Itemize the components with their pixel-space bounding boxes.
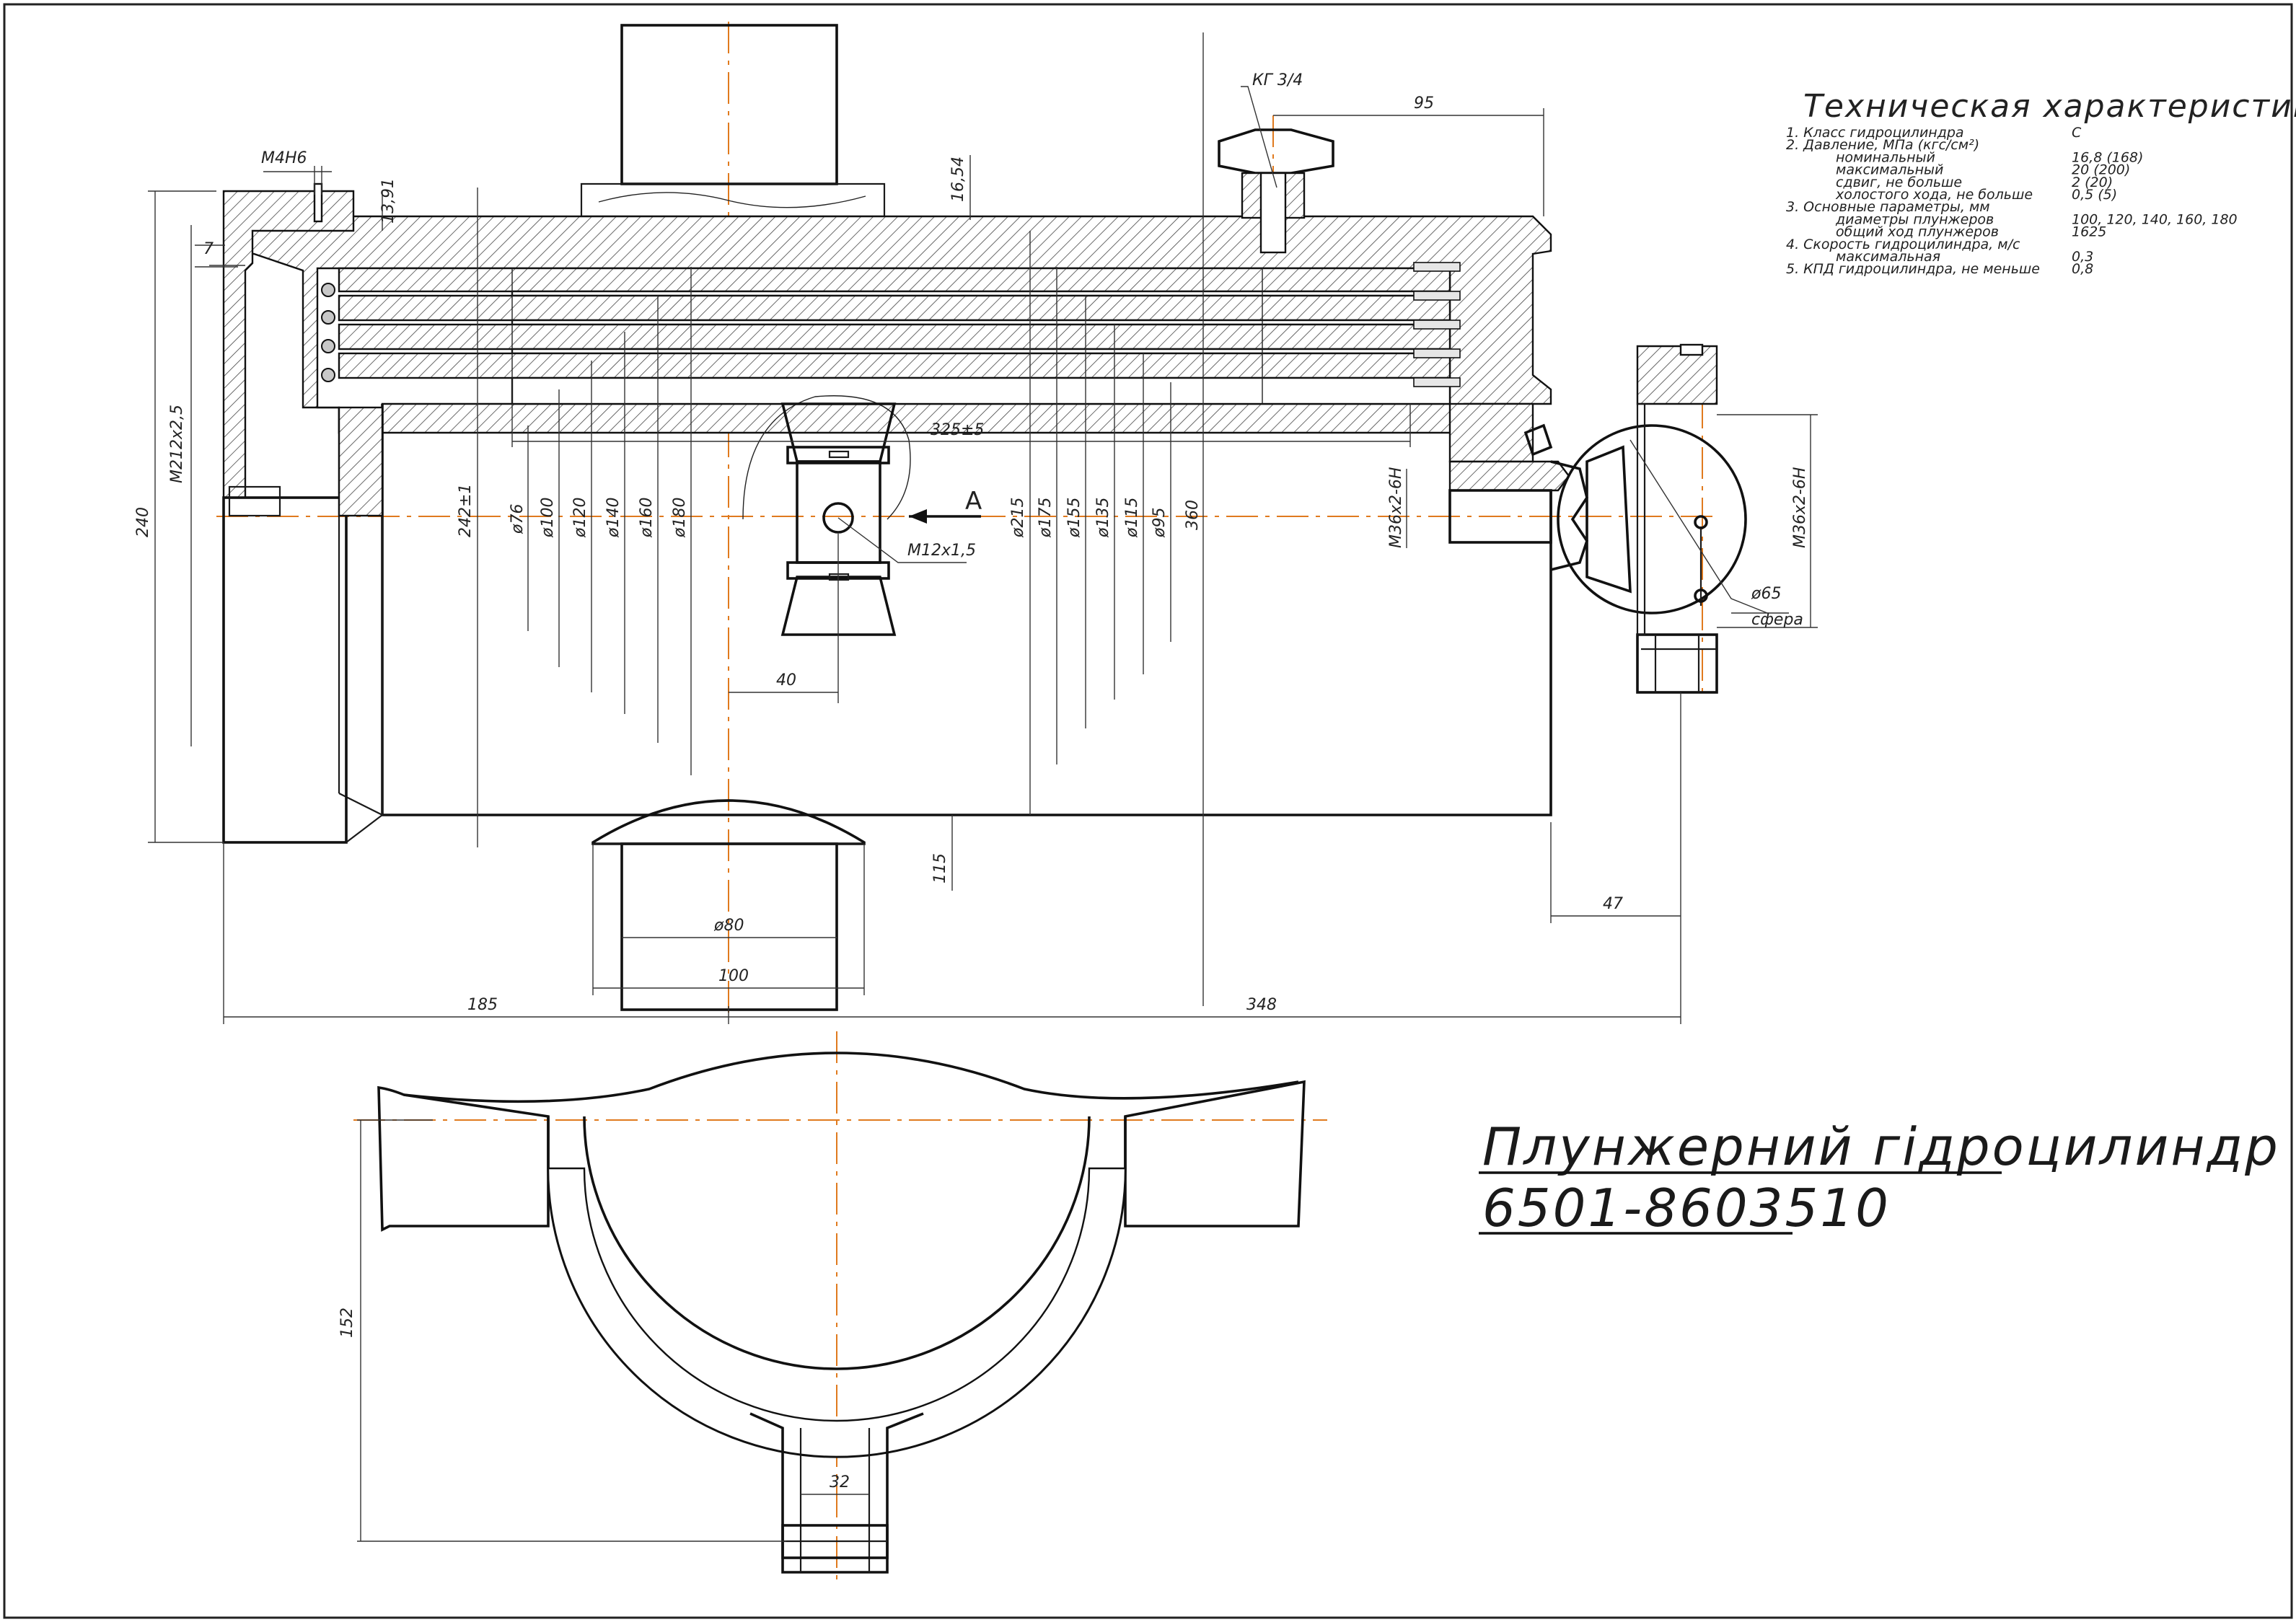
dim-phi180: ø180 xyxy=(671,498,689,538)
right-end xyxy=(1448,402,1588,571)
spec-label: 5. КПД гидроцилиндра, не меньше xyxy=(1786,261,2040,277)
spec-value: 16,8 (168) xyxy=(2072,149,2143,165)
dim-phi100: ø100 xyxy=(539,498,557,538)
dim-phi120: ø120 xyxy=(571,498,589,538)
dim-m12: М12х1,5 xyxy=(907,542,976,560)
dim-1391: 13,91 xyxy=(379,178,397,224)
title-line1: Плунжерний гідроцилиндр xyxy=(1482,1116,2280,1177)
spec-label: 2. Давление, МПа (кгс/см²) xyxy=(1786,137,1979,153)
dim-phi135: ø135 xyxy=(1094,498,1112,538)
title-line2: 6501-8603510 xyxy=(1482,1178,1891,1238)
dim-242: 242±1 xyxy=(457,484,475,537)
dim-phi76: ø76 xyxy=(509,504,527,534)
spec-label: максимальный xyxy=(1836,162,1943,178)
sphere-clevis xyxy=(1557,343,1747,694)
specs-rows: 1. Класс гидроцилиндра С 2. Давление, МПа … xyxy=(1786,125,2238,277)
spec-label: диаметры плунжеров xyxy=(1835,211,1994,227)
dim-phi155: ø155 xyxy=(1065,498,1083,538)
dim-95: 95 xyxy=(1414,94,1434,113)
left-end-cap xyxy=(222,182,384,844)
main-view: КГ 3/4 95 М4Н6 13,91 16,54 7 М212х2,5 24… xyxy=(134,22,1818,1024)
dim-phi95: ø95 xyxy=(1151,508,1169,538)
bottom-view: 152 32 xyxy=(338,1031,1327,1579)
dim-240: 240 xyxy=(134,507,152,537)
dim-47: 47 xyxy=(1603,895,1623,913)
spec-label: холостого хода, не больше xyxy=(1835,187,2033,203)
spec-value: 0,5 (5) xyxy=(2072,187,2117,203)
dim-348: 348 xyxy=(1246,996,1277,1014)
label-a: А xyxy=(965,487,982,516)
spec-label: общий ход плунжеров xyxy=(1836,224,1999,240)
dim-7: 7 xyxy=(203,240,214,258)
spec-label: номинальный xyxy=(1836,149,1935,165)
dim-m212: М212х2,5 xyxy=(168,405,186,483)
dim-152: 152 xyxy=(338,1308,356,1338)
dim-100: 100 xyxy=(718,967,749,985)
spec-value: 0,3 xyxy=(2072,249,2093,265)
dimension-lines xyxy=(148,32,1818,1024)
bottom-trunnion xyxy=(591,799,866,1011)
cylinder-body xyxy=(237,215,1552,816)
sheet-border xyxy=(3,3,2293,1619)
spec-label: 4. Скорость гидроцилиндра, м/с xyxy=(1786,237,2020,252)
dimension-labels: КГ 3/4 95 М4Н6 13,91 16,54 7 М212х2,5 24… xyxy=(134,71,1809,1014)
dim-phi80: ø80 xyxy=(713,917,744,935)
dim-m36-b: М36х2-6Н xyxy=(1791,467,1809,548)
title-block: Плунжерний гідроцилиндр 6501-8603510 xyxy=(1479,1116,2280,1238)
dim-phi160: ø160 xyxy=(638,498,656,538)
dim-sfera: сфера xyxy=(1751,611,1803,629)
spec-value: 0,8 xyxy=(2072,261,2093,277)
spec-label: 3. Основные параметры, мм xyxy=(1786,199,1990,215)
technical-specs: Техническая характеристика 1. Класс гидр… xyxy=(1786,88,2296,277)
spec-value: С xyxy=(2072,125,2082,141)
dim-phi115: ø115 xyxy=(1123,498,1141,538)
dim-m36-a: М36х2-6Н xyxy=(1387,467,1405,548)
spec-value: 2 (20) xyxy=(2072,175,2113,190)
dim-m4: М4Н6 xyxy=(261,149,307,167)
dim-32: 32 xyxy=(830,1473,850,1491)
spec-label: сдвиг, не больше xyxy=(1836,175,1962,190)
spec-value: 20 (200) xyxy=(2072,162,2130,178)
dim-360: 360 xyxy=(1184,500,1202,530)
spec-label: 1. Класс гидроцилиндра xyxy=(1786,125,1964,141)
top-trunnion xyxy=(580,24,886,218)
dim-phi65: ø65 xyxy=(1751,585,1781,603)
spec-value: 1625 xyxy=(2072,224,2106,240)
dim-phi175: ø175 xyxy=(1037,498,1055,538)
dim-115: 115 xyxy=(931,853,949,883)
spec-value: 100, 120, 140, 160, 180 xyxy=(2072,211,2238,227)
dim-kg: КГ 3/4 xyxy=(1252,71,1303,89)
spec-label: максимальная xyxy=(1836,249,1940,265)
dim-185: 185 xyxy=(467,996,498,1014)
hydraulic-port xyxy=(1218,128,1334,254)
dim-1654: 16,54 xyxy=(949,157,967,202)
dim-325: 325±5 xyxy=(931,421,984,439)
specs-heading: Техническая характеристика xyxy=(1803,88,2296,125)
dim-40: 40 xyxy=(776,671,796,689)
dim-phi215: ø215 xyxy=(1009,498,1027,538)
dim-phi140: ø140 xyxy=(604,498,623,538)
